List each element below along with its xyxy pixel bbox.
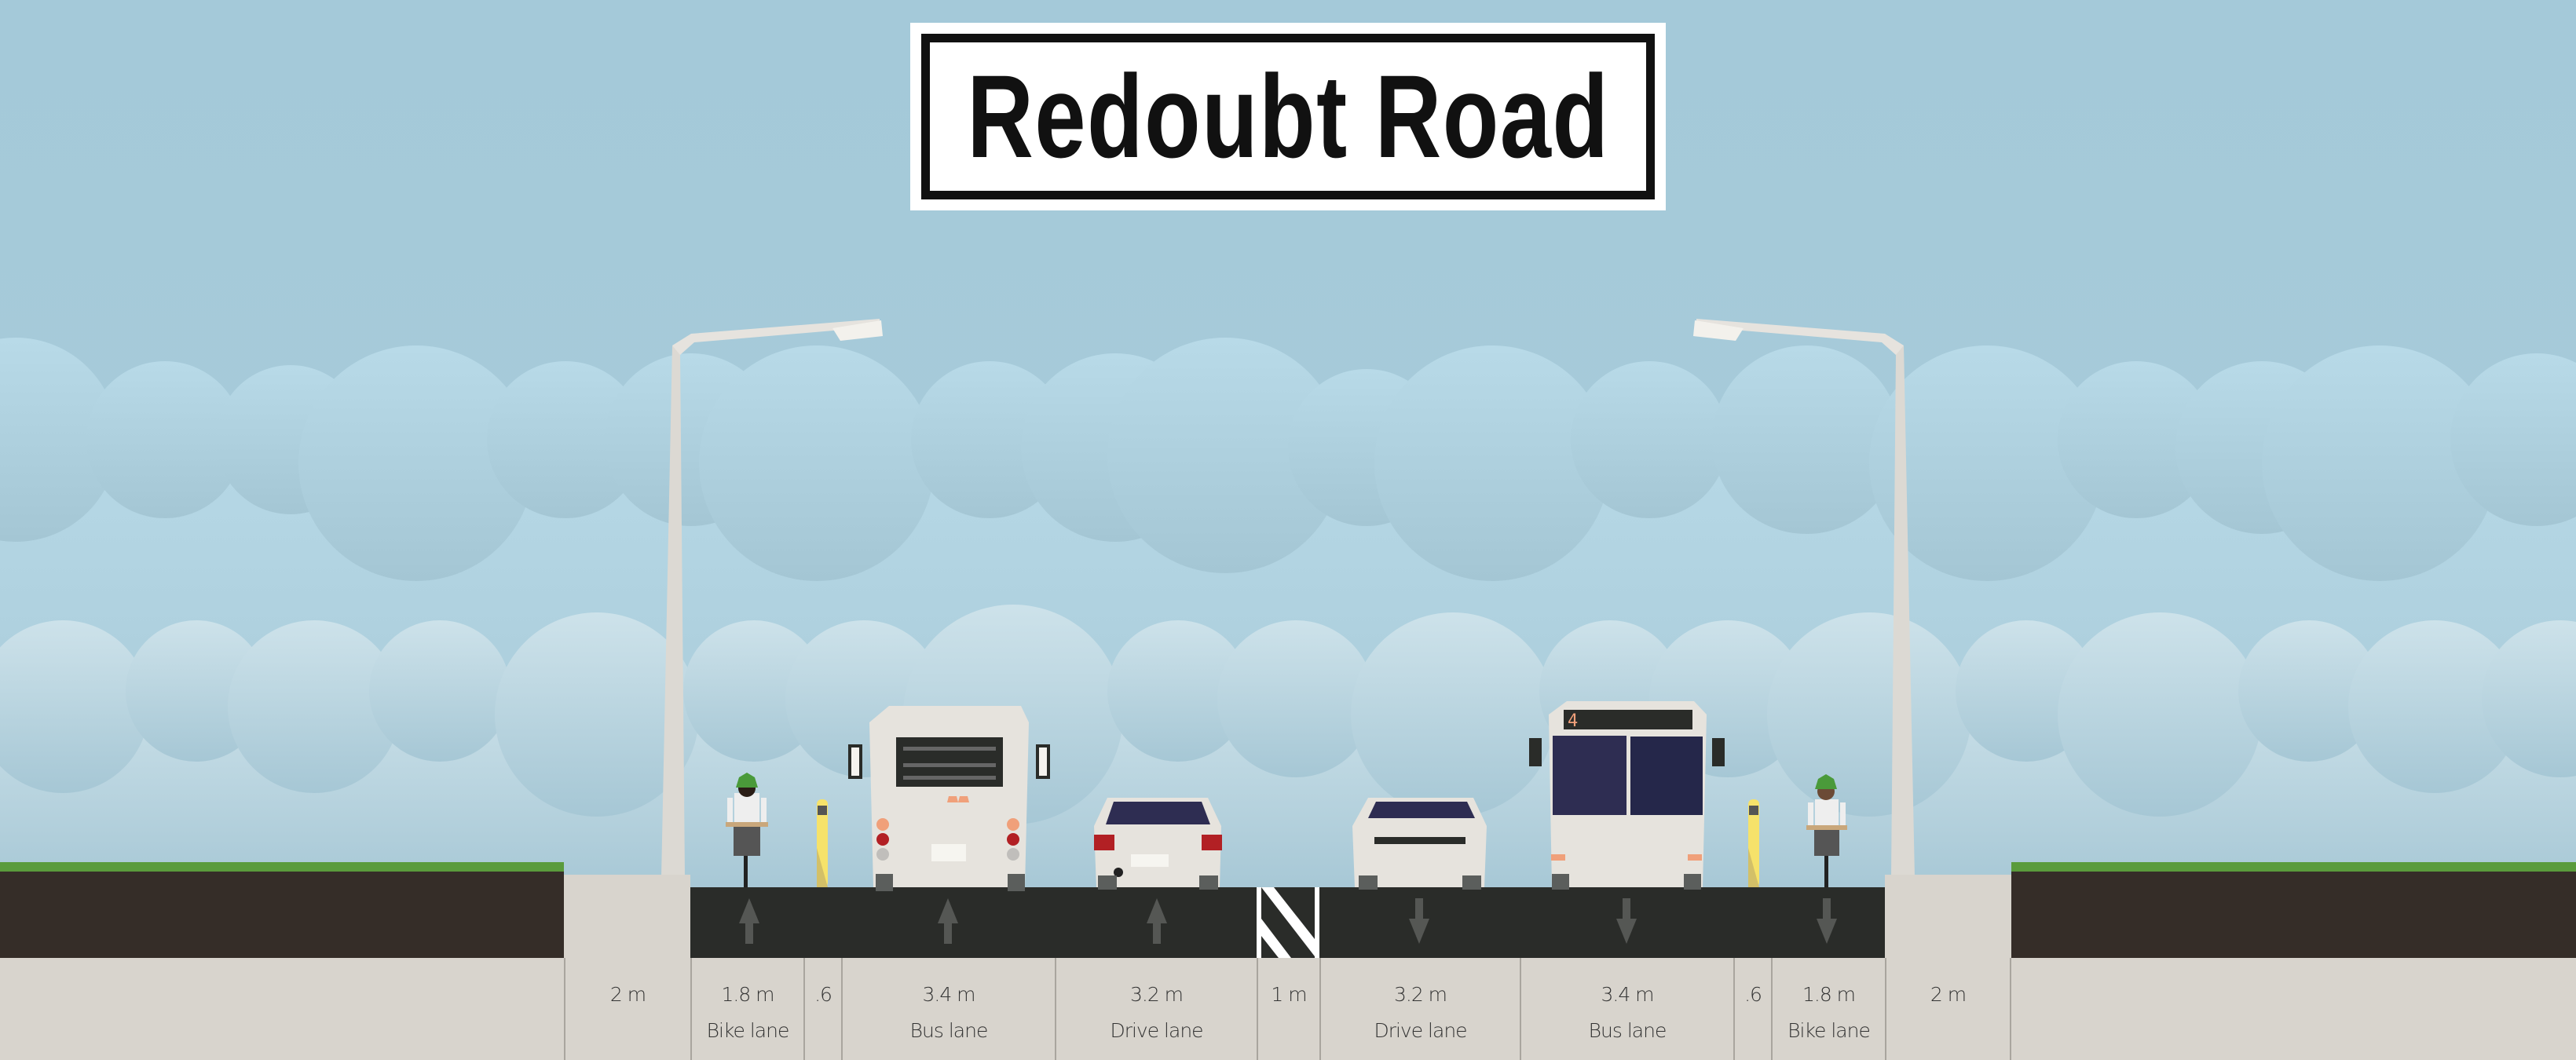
arrow-down-icon (1616, 898, 1637, 944)
segment-buffer-right[interactable]: .6 (1733, 958, 1771, 1060)
arrow-up-icon (739, 898, 759, 944)
segment-width: 3.4 m (1601, 983, 1654, 1006)
cyclist-left (726, 773, 768, 887)
street-name-sign: Redoubt Road (910, 23, 1666, 210)
segment-median[interactable]: 1 m (1257, 958, 1319, 1060)
segment-drive-lane-right[interactable]: 3.2 m Drive lane (1319, 958, 1520, 1060)
bus-route-number: 4 (1568, 711, 1578, 731)
segment-name: Drive lane (1374, 1019, 1467, 1042)
segment-width: 1.8 m (1802, 983, 1856, 1006)
segment-width: .6 (814, 983, 832, 1006)
soil-right (2011, 872, 2576, 958)
segment-width: 3.2 m (1393, 983, 1447, 1006)
segment-bike-lane-left[interactable]: 1.8 m Bike lane (690, 958, 803, 1060)
grass-left (0, 862, 564, 873)
grass-right (2011, 862, 2576, 873)
segment-buffer-left[interactable]: .6 (803, 958, 841, 1060)
car-rear (1094, 798, 1222, 890)
cyclist-right (1806, 774, 1847, 887)
front-clouds (0, 605, 2576, 895)
segment-name: Bus lane (1588, 1019, 1667, 1042)
sign-border: Redoubt Road (921, 34, 1655, 199)
bus-front: 4 (1529, 701, 1725, 890)
soil-left (0, 872, 564, 958)
median-hatch (1257, 887, 1319, 958)
segment-name: Bike lane (706, 1019, 790, 1042)
streetlight-right (1693, 319, 1915, 878)
segment-name: Bus lane (909, 1019, 989, 1042)
segment-sidewalk-right[interactable]: 2 m (1885, 958, 2011, 1060)
segment-width: 3.4 m (922, 983, 975, 1006)
street-name[interactable]: Redoubt Road (966, 50, 1610, 182)
segment-width: .6 (1744, 983, 1762, 1006)
segment-sidewalk-left[interactable]: 2 m (564, 958, 690, 1060)
segment-width: 1.8 m (721, 983, 774, 1006)
sidewalk-left (564, 875, 690, 958)
bollard-left (817, 799, 828, 887)
segment-labels: 2 m 1.8 m Bike lane .6 3.4 m Bus lane 3.2 … (0, 958, 2576, 1060)
arrow-up-icon (1147, 898, 1167, 944)
bollard-right (1748, 799, 1759, 887)
segment-width: 3.2 m (1129, 983, 1184, 1006)
segment-name: Drive lane (1110, 1019, 1203, 1042)
arrow-up-icon (938, 898, 958, 944)
bus-rear (848, 706, 1050, 891)
sidewalk-right (1885, 875, 2011, 958)
arrow-down-icon (1409, 898, 1429, 944)
segment-bike-lane-right[interactable]: 1.8 m Bike lane (1771, 958, 1885, 1060)
segment-bus-lane-right[interactable]: 3.4 m Bus lane (1520, 958, 1733, 1060)
segment-width: 1 m (1271, 983, 1307, 1006)
arrow-down-icon (1817, 898, 1837, 944)
car-front (1352, 798, 1487, 890)
segment-bus-lane-left[interactable]: 3.4 m Bus lane (841, 958, 1055, 1060)
segment-width: 2 m (1930, 983, 1967, 1006)
segment-name: Bike lane (1787, 1019, 1871, 1042)
streetlight-left (661, 319, 883, 878)
segment-drive-lane-left[interactable]: 3.2 m Drive lane (1055, 958, 1257, 1060)
segment-width: 2 m (609, 983, 646, 1006)
